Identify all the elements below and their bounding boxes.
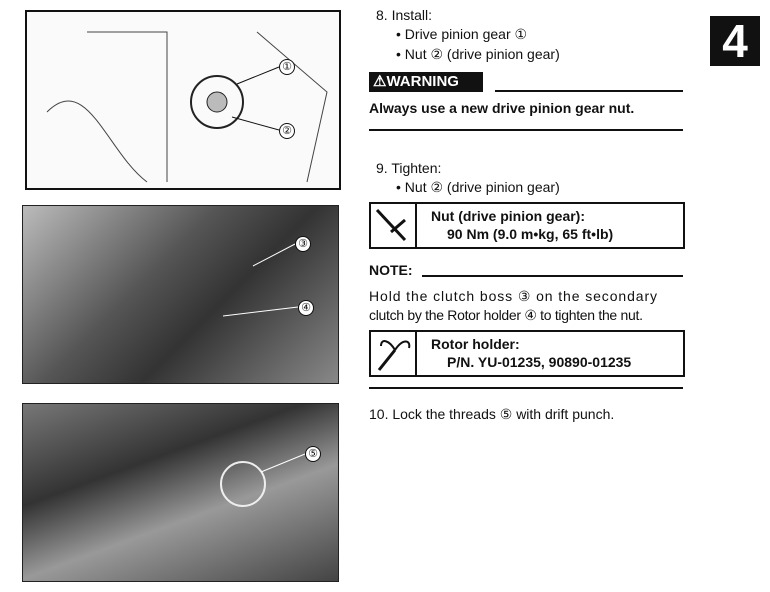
divider <box>495 90 683 92</box>
note-label: NOTE: <box>369 262 413 278</box>
callout-2: ② <box>279 123 295 139</box>
callout-3: ③ <box>295 236 311 252</box>
step-8-title: 8. Install: <box>376 7 433 23</box>
tool-spec-box: Rotor holder: P/N. YU-01235, 90890-01235 <box>369 330 685 377</box>
callout-5: ⑤ <box>305 446 321 462</box>
callout-4: ④ <box>298 300 314 316</box>
divider <box>369 387 683 389</box>
figure-rotor-holder-photo: ③ ④ <box>22 205 339 384</box>
warning-triangle-icon: ⚠ <box>373 73 387 90</box>
step-8-item: • Drive pinion gear ① <box>396 26 528 42</box>
note-text: Hold the clutch boss ③ on the secondary <box>369 288 658 304</box>
step-8-item: • Nut ② (drive pinion gear) <box>396 46 560 62</box>
figure-lock-threads-photo: ⑤ <box>22 403 339 582</box>
divider <box>422 275 683 277</box>
torque-label: Nut (drive pinion gear): <box>431 208 585 224</box>
warning-label: ⚠WARNING <box>369 72 483 92</box>
note-text: clutch by the Rotor holder ④ to tighten … <box>369 307 643 323</box>
step-9-item: • Nut ② (drive pinion gear) <box>396 179 560 195</box>
chapter-tab: 4 <box>710 16 760 66</box>
callout-1: ① <box>279 59 295 75</box>
figure-drive-pinion-gear: ① ② <box>25 10 341 190</box>
torque-wrench-icon <box>371 204 417 247</box>
tool-value: P/N. YU-01235, 90890-01235 <box>447 354 632 370</box>
torque-value: 90 Nm (9.0 m•kg, 65 ft•lb) <box>447 226 614 242</box>
divider <box>369 129 683 131</box>
tool-label: Rotor holder: <box>431 336 520 352</box>
warning-text: Always use a new drive pinion gear nut. <box>369 100 635 116</box>
step-10-title: 10. Lock the threads ⑤ with drift punch. <box>369 406 615 422</box>
step-9-title: 9. Tighten: <box>376 160 442 176</box>
torque-spec-box: Nut (drive pinion gear): 90 Nm (9.0 m•kg… <box>369 202 685 249</box>
rotor-holder-icon <box>371 332 417 375</box>
engine-drawing <box>46 31 328 183</box>
